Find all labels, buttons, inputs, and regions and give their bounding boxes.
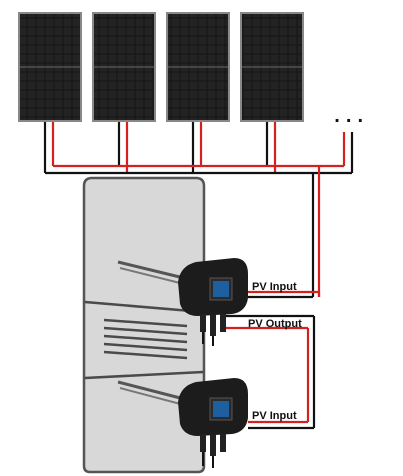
water-tank [82, 176, 206, 474]
solar-panel-3 [166, 12, 230, 122]
heat-exchanger-coil [84, 300, 204, 380]
solar-panel-1 [18, 12, 82, 122]
pv-input-label-top: PV Input [252, 281, 297, 293]
panel-string-wiring [43, 122, 354, 297]
solar-panel-2 [92, 12, 156, 122]
heater-controller-top [117, 258, 248, 346]
pv-output-label: PV Output [248, 318, 302, 330]
more-panels-ellipsis: . . . [334, 107, 363, 126]
controller-wiring [226, 290, 321, 430]
heater-controller-bottom [117, 378, 248, 468]
solar-panel-4 [240, 12, 304, 122]
pv-input-label-bottom: PV Input [252, 410, 297, 422]
